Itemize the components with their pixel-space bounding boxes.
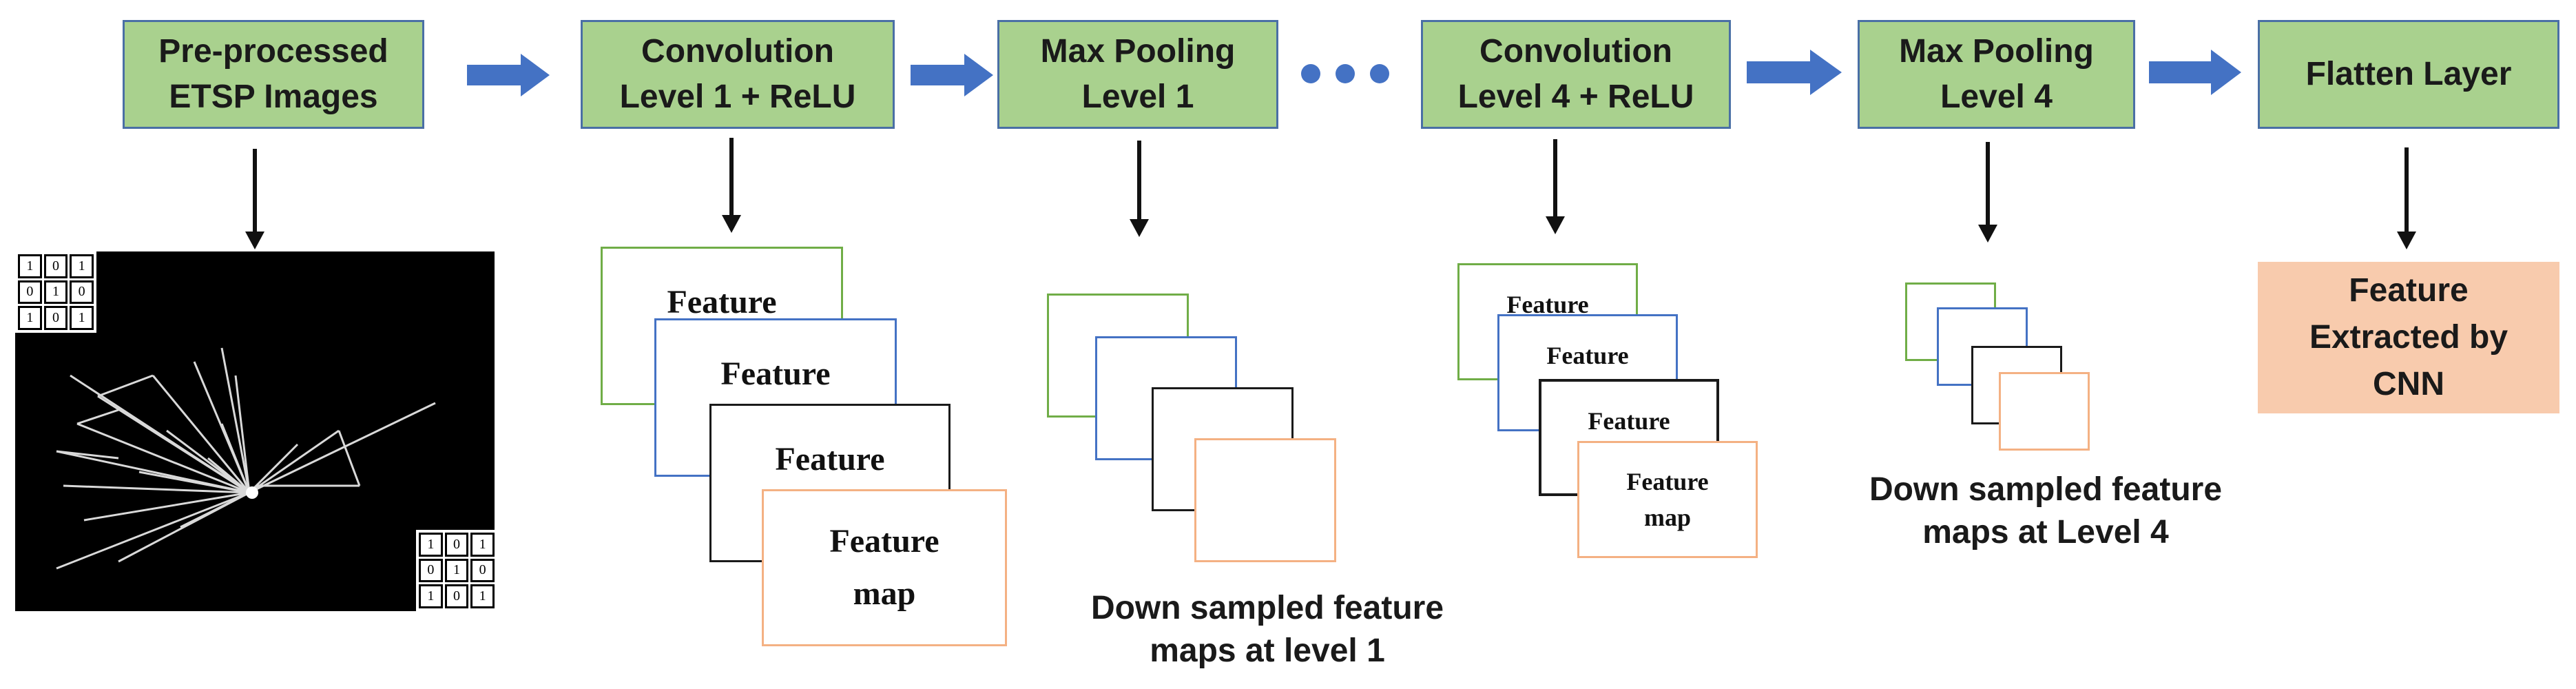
kernel-cell: 0 — [70, 280, 94, 305]
kernel-cell: 0 — [43, 306, 68, 330]
ellipsis-icon — [1301, 64, 1389, 83]
kernel-cell: 0 — [470, 558, 495, 583]
feature-extracted-output: Feature Extracted by CNN — [2258, 262, 2559, 413]
down-arrow-1-icon — [245, 149, 264, 249]
conv1-feature-map-2-label: Feature — [720, 356, 831, 392]
conv4-feature-map-4-label-2: map — [1643, 504, 1691, 531]
stage-flatten-layer: Flatten Layer — [2258, 20, 2559, 129]
kernel-cell: 1 — [70, 306, 94, 330]
stage-conv1-line-2: Level 1 + ReLU — [619, 79, 856, 115]
down-arrow-3-icon — [1130, 141, 1149, 237]
pool1-caption-line-2: maps at level 1 — [1150, 633, 1385, 669]
conv1-feature-map-4: Feature map — [762, 489, 1007, 646]
conv4-feature-map-4-label-1: Feature — [1626, 468, 1709, 495]
conv4-feature-map-1-label: Feature — [1506, 291, 1589, 318]
kernel-cell: 1 — [444, 558, 469, 583]
kernel-cell: 1 — [18, 254, 42, 278]
stage-pool4-line-1: Max Pooling — [1899, 33, 2094, 70]
down-arrow-5-icon — [1978, 142, 1997, 243]
kernel-cell: 1 — [43, 280, 68, 305]
kernel-cell: 1 — [470, 533, 495, 557]
flow-arrow-1-icon — [467, 54, 550, 96]
kernel-cell: 1 — [419, 533, 443, 557]
output-line-3: CNN — [2373, 366, 2444, 402]
pool4-caption: Down sampled feature maps at Level 4 — [1832, 469, 2259, 554]
pool1-map-4 — [1194, 438, 1336, 562]
conv4-feature-map-3-label: Feature — [1588, 407, 1670, 435]
stage-preprocessed-line-2: ETSP Images — [169, 79, 378, 115]
etsp-path-drawing — [56, 347, 436, 570]
stage-conv1-line-1: Convolution — [641, 33, 834, 70]
down-arrow-2-icon — [722, 138, 741, 233]
stage-convolution-level-1: Convolution Level 1 + ReLU — [581, 20, 895, 129]
stage-flatten-line-1: Flatten Layer — [2305, 56, 2512, 92]
kernel-cell: 1 — [70, 254, 94, 278]
kernel-matrix-bottom-right: 1 0 1 0 1 0 1 0 1 — [416, 530, 497, 611]
kernel-cell: 0 — [444, 533, 469, 557]
stage-max-pooling-level-1: Max Pooling Level 1 — [997, 20, 1278, 129]
etsp-image: 1 0 1 0 1 0 1 0 1 1 0 1 0 1 0 1 0 1 — [15, 251, 497, 611]
conv4-feature-map-4: Feature map — [1577, 441, 1758, 558]
stage-pool1-line-1: Max Pooling — [1040, 33, 1236, 70]
pool4-caption-line-1: Down sampled feature — [1869, 471, 2223, 508]
kernel-cell: 0 — [18, 280, 42, 305]
kernel-cell: 1 — [470, 584, 495, 608]
output-line-1: Feature — [2349, 272, 2469, 309]
stage-preprocessed-images: Pre-processed ETSP Images — [123, 20, 424, 129]
kernel-cell: 0 — [444, 584, 469, 608]
conv1-feature-map-3-label: Feature — [775, 441, 885, 477]
stage-conv4-line-2: Level 4 + ReLU — [1457, 79, 1694, 115]
kernel-cell: 0 — [43, 254, 68, 278]
output-line-2: Extracted by — [2309, 319, 2509, 356]
stage-preprocessed-line-1: Pre-processed — [158, 33, 388, 70]
conv4-feature-map-2-label: Feature — [1546, 342, 1629, 369]
stage-max-pooling-level-4: Max Pooling Level 4 — [1858, 20, 2135, 129]
stage-pool4-line-2: Level 4 — [1940, 79, 2053, 115]
stage-convolution-level-4: Convolution Level 4 + ReLU — [1421, 20, 1731, 129]
flow-arrow-3-icon — [1747, 50, 1842, 95]
kernel-cell: 1 — [419, 584, 443, 608]
flow-arrow-4-icon — [2149, 50, 2241, 95]
stage-pool1-line-2: Level 1 — [1081, 79, 1194, 115]
flow-arrow-2-icon — [911, 54, 993, 96]
pool4-map-4 — [1999, 372, 2090, 451]
pool4-caption-line-2: maps at Level 4 — [1922, 514, 2169, 551]
kernel-cell: 1 — [18, 306, 42, 330]
pool1-caption-line-1: Down sampled feature — [1090, 590, 1444, 626]
conv1-feature-map-4-label-1: Feature — [829, 523, 939, 559]
stage-conv4-line-1: Convolution — [1479, 33, 1672, 70]
down-arrow-4-icon — [1546, 139, 1565, 234]
kernel-cell: 0 — [419, 558, 443, 583]
kernel-matrix-top-left: 1 0 1 0 1 0 1 0 1 — [15, 251, 96, 333]
down-arrow-6-icon — [2397, 147, 2416, 249]
pool1-caption: Down sampled feature maps at level 1 — [1061, 587, 1474, 672]
conv1-feature-map-1-label: Feature — [667, 284, 777, 320]
conv1-feature-map-4-label-2: map — [853, 575, 916, 612]
